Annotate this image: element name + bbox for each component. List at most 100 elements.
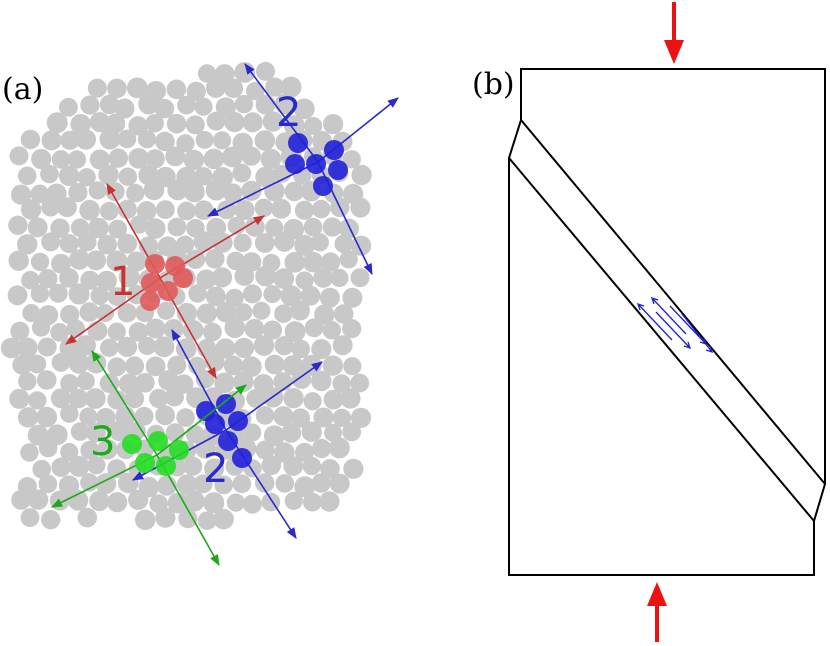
grain — [182, 319, 204, 341]
grain — [164, 387, 184, 407]
grain — [116, 336, 138, 357]
grain — [312, 199, 331, 219]
grain — [117, 233, 138, 254]
grain — [163, 319, 184, 339]
grain — [41, 232, 61, 252]
grain — [59, 97, 78, 117]
grain — [262, 320, 283, 340]
grain — [215, 338, 236, 359]
grain — [59, 268, 79, 288]
grain — [70, 422, 90, 441]
grain — [175, 338, 197, 360]
grain — [165, 423, 185, 443]
grain — [311, 339, 332, 360]
grain — [118, 266, 140, 288]
grain — [46, 112, 68, 134]
cluster-2-top-label: 2 — [276, 90, 301, 136]
cluster-3-green: 3 — [50, 350, 247, 566]
grain — [302, 456, 322, 476]
shear-band-arrows — [636, 296, 714, 354]
grain — [215, 97, 236, 118]
grain — [69, 249, 90, 270]
grain — [332, 374, 351, 393]
grain — [323, 389, 344, 410]
grain — [302, 251, 324, 273]
grain — [126, 77, 148, 99]
grain — [203, 492, 225, 514]
grain — [350, 268, 370, 288]
grain — [233, 233, 252, 253]
grain — [155, 507, 176, 528]
grain — [193, 231, 215, 252]
grain — [252, 301, 271, 320]
grain — [130, 215, 149, 234]
cluster-1-red: 1 — [65, 183, 265, 379]
grain — [79, 199, 100, 221]
grain — [291, 339, 311, 359]
grain — [50, 218, 70, 238]
grain — [350, 407, 372, 428]
grain — [49, 490, 70, 511]
grain — [38, 474, 58, 494]
grain — [243, 284, 262, 304]
grain — [281, 423, 302, 443]
grain — [323, 114, 344, 135]
grain — [156, 200, 175, 220]
grain — [311, 473, 331, 493]
grain — [194, 97, 213, 116]
grain — [241, 146, 261, 166]
grain — [204, 458, 225, 479]
grain — [100, 338, 119, 357]
grain — [89, 490, 110, 512]
grain — [100, 201, 119, 221]
grain — [51, 457, 71, 477]
grain — [322, 355, 343, 376]
grain — [51, 353, 71, 372]
grain — [60, 374, 79, 393]
grain — [350, 197, 371, 218]
grain — [58, 475, 80, 496]
cluster-2-arrow — [225, 429, 297, 539]
grain — [20, 508, 40, 527]
grain — [234, 303, 253, 322]
grain — [243, 423, 262, 442]
grain — [9, 388, 30, 409]
grain — [183, 456, 203, 476]
grain — [36, 406, 58, 428]
grain — [224, 317, 246, 339]
grain — [28, 391, 47, 410]
grain — [138, 336, 157, 356]
grain — [106, 250, 128, 272]
grain — [310, 233, 329, 252]
grain — [21, 270, 40, 290]
grain — [223, 78, 244, 98]
grain — [50, 388, 71, 409]
grain — [126, 251, 147, 272]
grain — [233, 371, 254, 392]
grain — [107, 492, 128, 513]
grain — [215, 301, 237, 323]
grain — [41, 130, 62, 151]
grain — [300, 285, 321, 306]
grain — [205, 286, 226, 307]
grain — [273, 406, 294, 427]
grain — [85, 422, 106, 443]
grain — [188, 356, 207, 375]
grain — [214, 475, 234, 495]
grain — [50, 323, 69, 342]
grain — [59, 234, 79, 254]
grain — [107, 78, 127, 99]
grain — [88, 217, 109, 239]
grain — [295, 271, 314, 290]
grain — [117, 129, 137, 149]
grain — [294, 200, 314, 220]
grain — [293, 98, 315, 120]
grain — [284, 491, 303, 510]
grain — [183, 181, 205, 203]
grain — [88, 181, 107, 200]
grain — [311, 370, 332, 392]
cluster-3-arrow — [91, 350, 158, 456]
grain — [183, 490, 205, 512]
grain — [107, 357, 127, 377]
grain — [153, 336, 175, 358]
